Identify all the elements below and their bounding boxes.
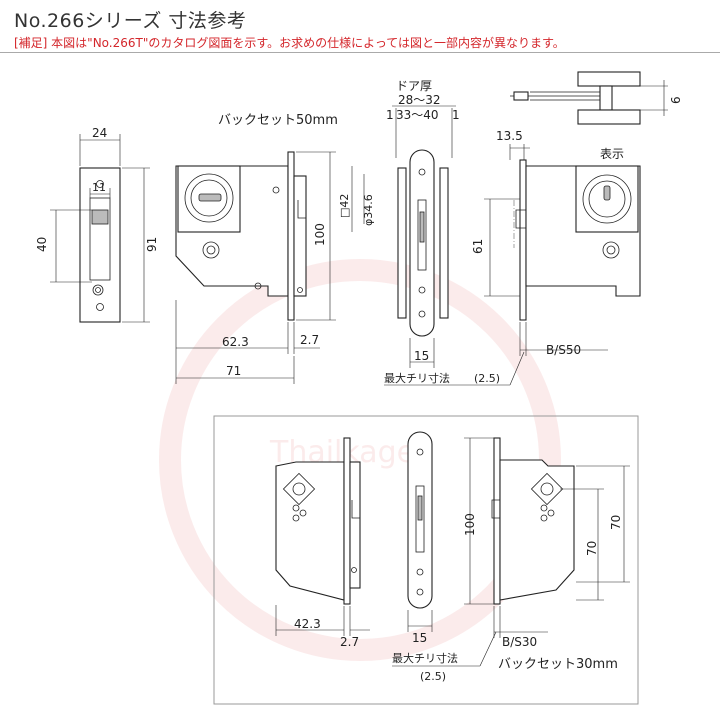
- max-clearance-label-top: 最大チリ寸法: [384, 371, 450, 385]
- dim-dia-size: φ34.6: [362, 194, 375, 226]
- dim-body-height: 100: [313, 223, 327, 246]
- door-thickness-28-32: 28～32: [398, 93, 441, 107]
- dim-70-inner: 70: [585, 541, 599, 556]
- backset-30-frame: [213, 415, 639, 705]
- dim-one-right: 1: [452, 108, 460, 122]
- max-clearance-label-bottom: 最大チリ寸法: [392, 651, 458, 665]
- dim-one-left: 1: [386, 108, 394, 122]
- dim-bs30: B/S30: [502, 635, 537, 649]
- strike-side-view: 13.5 表示 61 B/S50: [471, 129, 641, 357]
- dim-body-height-bottom: 100: [463, 513, 477, 536]
- watermark: Thailkage: [159, 259, 561, 661]
- lock-body-view-30: 42.3 2.7: [275, 437, 370, 649]
- door-thickness-label: ドア厚: [396, 79, 432, 93]
- dim-62-3: 62.3: [222, 335, 249, 349]
- dim-42-3: 42.3: [294, 617, 321, 631]
- thickness-section-view: 6: [510, 71, 683, 125]
- dim-faceplate-width: 24: [92, 126, 107, 140]
- page-title: No.266シリーズ 寸法参考: [14, 10, 247, 32]
- dim-slot-height: 40: [35, 237, 49, 252]
- header-divider: [0, 52, 720, 53]
- dim-61: 61: [471, 239, 485, 254]
- dim-2-7-top: 2.7: [300, 333, 319, 347]
- lock-body-view-50: バックセット50mm 100 □42 φ34.6 62.3 2.7: [175, 113, 375, 384]
- strike-view-30: 70 70 B/S30 バックセット30mm: [491, 437, 630, 672]
- backset-50-label: バックセット50mm: [218, 113, 338, 128]
- edge-section-view: ドア厚 28～32 1 33～40 1 15 最大チリ寸法 (2.5): [384, 79, 525, 386]
- dim-edge-width-bottom: 15: [412, 631, 427, 645]
- supplement-note: [補足] 本図は"No.266T"のカタログ図面を示す。お求めの仕様によっては図…: [14, 36, 565, 50]
- indicator-label: 表示: [600, 147, 624, 161]
- dim-edge-width-top: 15: [414, 349, 429, 363]
- dim-faceplate-height: 91: [145, 237, 159, 252]
- door-thickness-33-40: 33～40: [396, 108, 439, 122]
- max-clearance-value-top: (2.5): [474, 372, 500, 385]
- faceplate-front-view: 24 11 40 91: [35, 126, 159, 323]
- dim-square-size: □42: [338, 194, 351, 218]
- dim-70-outer: 70: [609, 515, 623, 530]
- dim-71: 71: [226, 364, 241, 378]
- max-clearance-value-bottom: (2.5): [420, 670, 446, 683]
- dim-slot-width: 11: [92, 181, 106, 194]
- edge-view-30: 15 100 最大チリ寸法 (2.5): [392, 431, 497, 683]
- dim-13-5: 13.5: [496, 129, 523, 143]
- dim-2-7-bottom: 2.7: [340, 635, 359, 649]
- backset-30-label: バックセット30mm: [498, 657, 618, 672]
- dim-bs50: B/S50: [546, 343, 581, 357]
- dim-side-thickness: 6: [669, 96, 683, 104]
